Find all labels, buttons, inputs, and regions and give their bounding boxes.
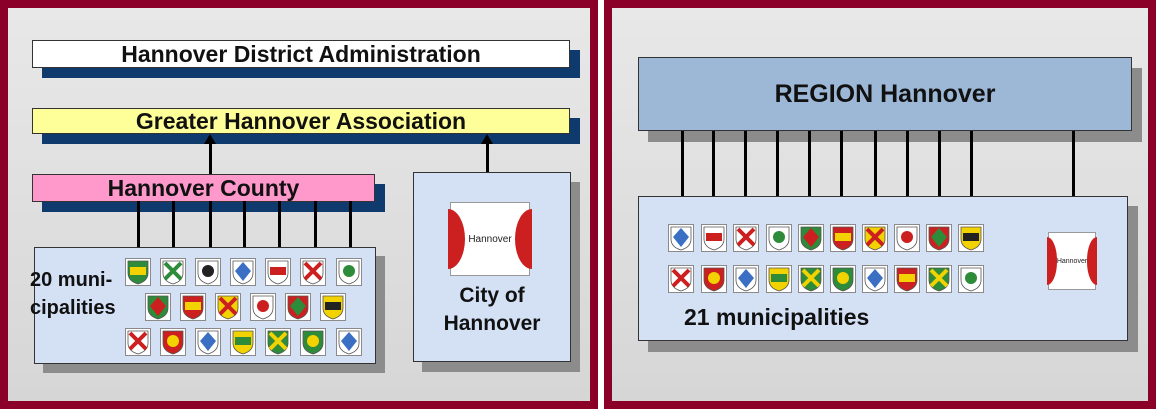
municipality-crest-icon <box>958 265 984 293</box>
municipality-crest-icon <box>701 224 727 252</box>
municipality-crest-icon <box>195 258 221 286</box>
region-label: REGION Hannover <box>774 79 996 108</box>
region-connector-line <box>712 131 715 197</box>
municipality-crest-icon <box>230 328 256 356</box>
municipality-crest-icon <box>336 328 362 356</box>
district-administration-label: Hannover District Administration <box>121 40 481 67</box>
arrow-head-icon <box>481 134 493 144</box>
city-logo: Hannover <box>447 202 533 276</box>
association-label: Greater Hannover Association <box>135 107 467 134</box>
municipality-crest-icon <box>195 328 221 356</box>
region-connector-line <box>906 131 909 197</box>
region-logo-text: Hannover <box>1056 257 1088 265</box>
county-label: Hannover County <box>107 174 300 201</box>
municipality-crest-icon <box>668 265 694 293</box>
municipality-crest-icon <box>830 224 856 252</box>
municipality-crest-icon <box>701 265 727 293</box>
left-panel: Hannover District Administration Greater… <box>0 0 598 409</box>
municipality-crest-icon <box>766 224 792 252</box>
association-box: Greater Hannover Association <box>32 108 570 134</box>
municipality-crest-icon <box>798 265 824 293</box>
municipality-crest-icon <box>894 224 920 252</box>
municipality-crest-icon <box>180 293 206 321</box>
municipality-crest-icon <box>265 258 291 286</box>
municipality-crest-icon <box>160 328 186 356</box>
municipality-crest-icon <box>766 265 792 293</box>
arrow-head-icon <box>204 134 216 144</box>
municipality-crest-icon <box>958 224 984 252</box>
municipality-crest-icon <box>668 224 694 252</box>
region-city-logo: Hannover <box>1047 232 1097 290</box>
municipality-crest-icon <box>250 293 276 321</box>
municipality-crest-icon <box>926 224 952 252</box>
region-connector-line <box>808 131 811 197</box>
county-connector-line <box>314 201 317 248</box>
county-connector-line <box>172 201 175 248</box>
region-connector-line <box>970 131 973 197</box>
region-connector-line <box>874 131 877 197</box>
county-connector-line <box>243 201 246 248</box>
municipality-crest-icon <box>160 258 186 286</box>
municipality-crest-icon <box>125 328 151 356</box>
county-connector-line <box>209 201 212 248</box>
municipalities-label: 20 muni- cipalities <box>30 269 116 319</box>
municipality-crest-icon <box>145 293 171 321</box>
arrow-county-to-association <box>209 142 212 174</box>
municipality-crest-icon <box>862 224 888 252</box>
region-connector-line <box>681 131 684 197</box>
municipality-crest-icon <box>230 258 256 286</box>
municipality-crest-icon <box>733 224 759 252</box>
region-box: REGION Hannover <box>638 57 1132 131</box>
arrow-city-to-association <box>486 142 489 172</box>
municipality-crest-icon <box>320 293 346 321</box>
right-panel: REGION Hannover Hannover 21 municipaliti… <box>604 0 1156 409</box>
region-connector-line <box>938 131 941 197</box>
municipality-crest-icon <box>285 293 311 321</box>
municipality-crest-icon <box>215 293 241 321</box>
municipality-crest-icon <box>125 258 151 286</box>
city-label: City of Hannover <box>443 284 541 335</box>
municipality-crest-icon <box>265 328 291 356</box>
region-municipalities-label: 21 municipalities <box>684 304 870 330</box>
county-connector-line <box>278 201 281 248</box>
region-connector-line <box>840 131 843 197</box>
municipality-crest-icon <box>926 265 952 293</box>
county-box: Hannover County <box>32 174 375 202</box>
municipality-crest-icon <box>336 258 362 286</box>
municipality-crest-icon <box>798 224 824 252</box>
municipality-crest-icon <box>894 265 920 293</box>
municipality-crest-icon <box>300 258 326 286</box>
county-connector-line <box>349 201 352 248</box>
district-administration-box: Hannover District Administration <box>32 40 570 68</box>
municipality-crest-icon <box>830 265 856 293</box>
municipality-crest-icon <box>733 265 759 293</box>
region-connector-line <box>744 131 747 197</box>
region-connector-line <box>1072 131 1075 197</box>
municipality-crest-icon <box>862 265 888 293</box>
region-connector-line <box>776 131 779 197</box>
municipality-crest-icon <box>300 328 326 356</box>
city-logo-text: Hannover <box>468 233 512 245</box>
county-connector-line <box>137 201 140 248</box>
